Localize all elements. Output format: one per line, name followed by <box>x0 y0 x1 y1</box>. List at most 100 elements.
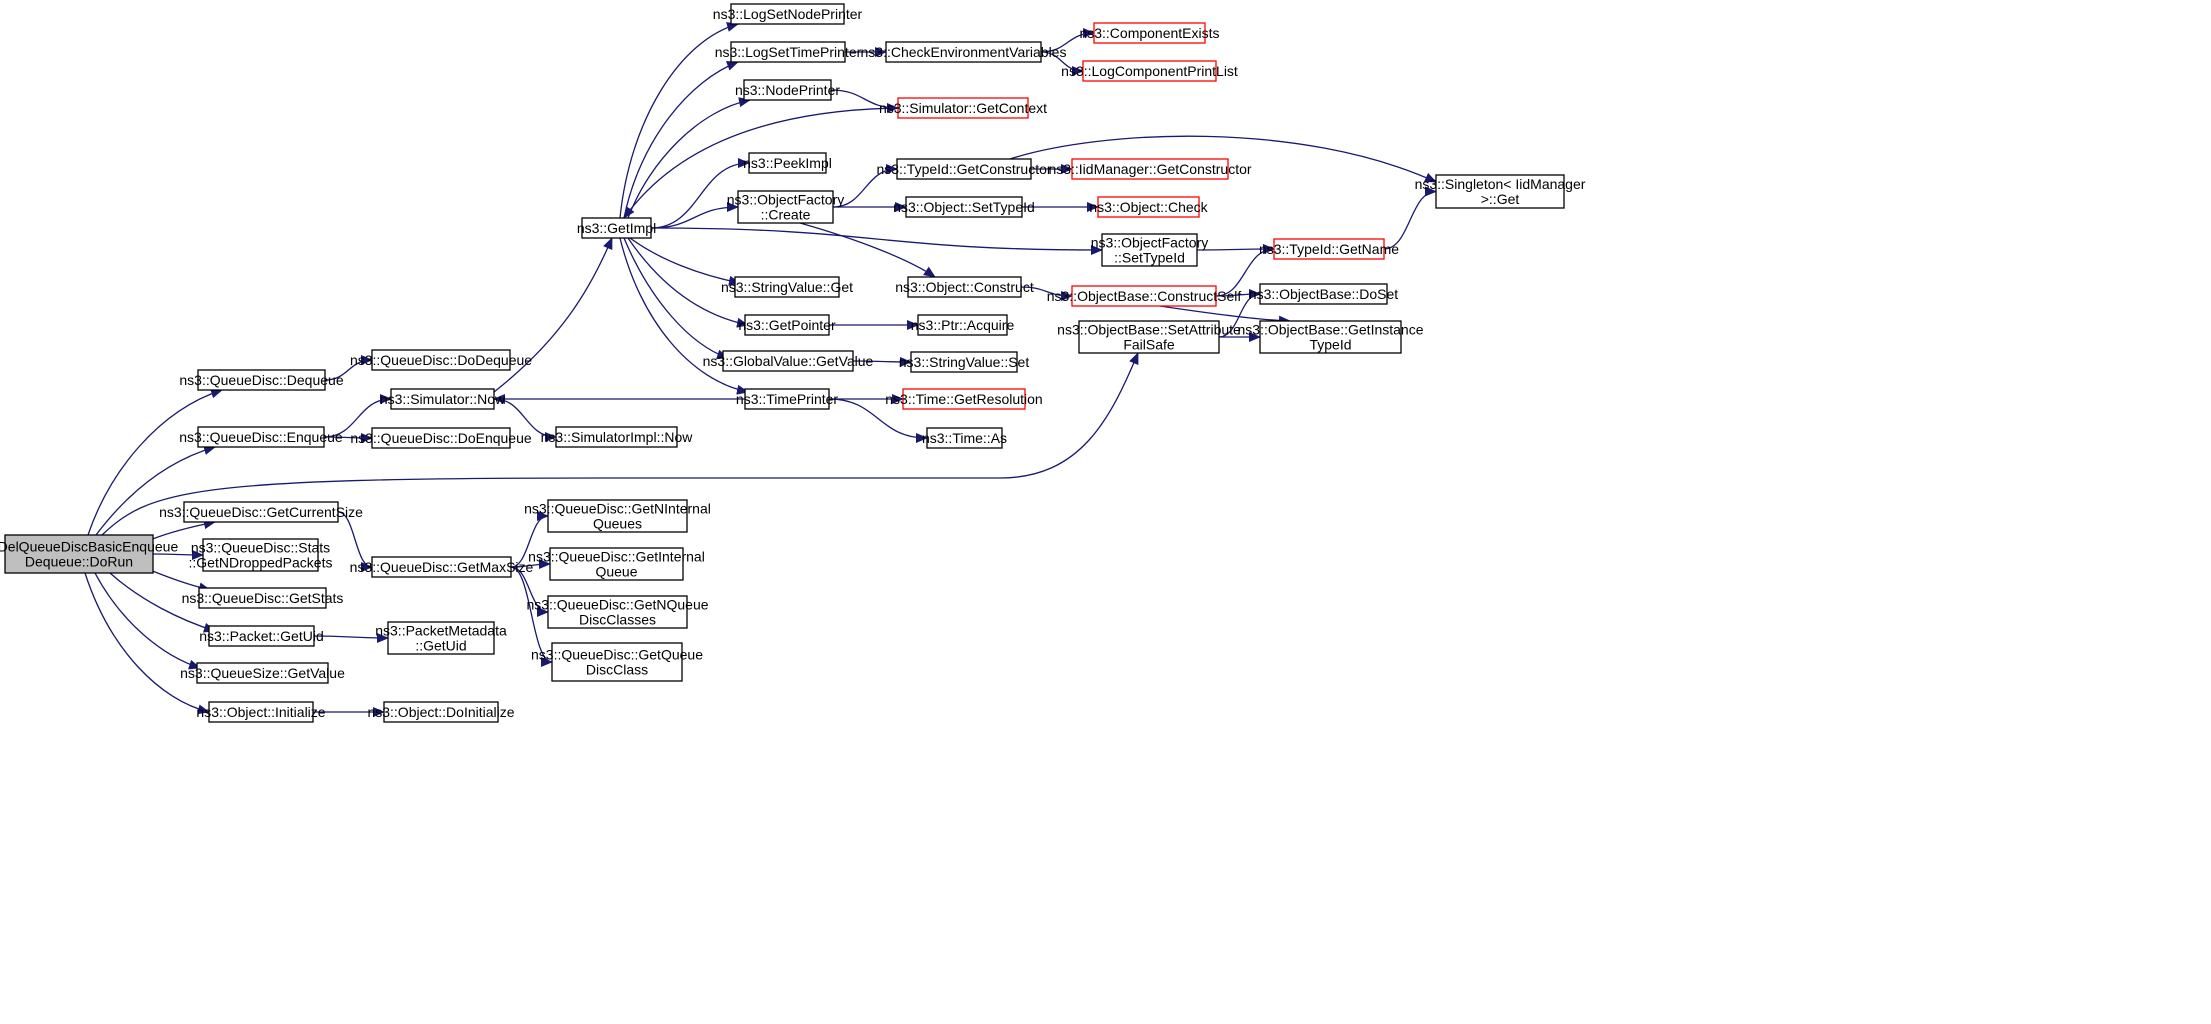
node-objectfactory_create[interactable]: ns3::ObjectFactory::Create <box>727 190 845 224</box>
edge-root-to-qd_dequeue <box>87 388 223 536</box>
node-iidmanager_getconstructor[interactable]: ns3::IidManager::GetConstructor <box>1048 158 1252 180</box>
edge-nodeprinter-to-simulator_getcontext <box>830 89 899 113</box>
node-box <box>722 350 854 372</box>
node-box <box>371 427 511 449</box>
node-nodeprinter[interactable]: ns3::NodePrinter <box>735 79 840 101</box>
node-objectbase_doset[interactable]: ns3::ObjectBase::DoSet <box>1249 283 1399 305</box>
node-box <box>885 41 1042 63</box>
node-label: ns3::ObjectFactory <box>1091 235 1209 251</box>
node-objectfactory_settypeid[interactable]: ns3::ObjectFactory::SetTypeId <box>1091 233 1209 267</box>
node-box <box>208 625 315 647</box>
node-label: ns3::GlobalValue::GetValue <box>703 353 874 369</box>
node-box <box>547 499 688 533</box>
node-label: ns3::Time::As <box>922 430 1007 446</box>
node-typeid_getconstructor[interactable]: ns3::TypeId::GetConstructor <box>876 158 1052 180</box>
node-peekimpl[interactable]: ns3::PeekImpl <box>743 152 832 174</box>
edge-packet_getuid-to-packetmetadata_getuid <box>313 632 389 643</box>
node-object_settypeid[interactable]: ns3::Object::SetTypeId <box>893 196 1035 218</box>
node-box <box>387 621 495 655</box>
node-qd_enqueue[interactable]: ns3::QueueDisc::Enqueue <box>179 426 343 448</box>
node-packet_getuid[interactable]: ns3::Packet::GetUid <box>199 625 324 647</box>
node-simulator_getcontext[interactable]: ns3::Simulator::GetContext <box>879 97 1047 119</box>
edge-getimpl-to-logsetnodeprinter <box>619 22 739 219</box>
node-singleton_get[interactable]: ns3::Singleton< IidManager>::Get <box>1415 174 1586 209</box>
node-checkenvvars[interactable]: ns3::CheckEnvironmentVariables <box>861 41 1067 63</box>
node-time_as[interactable]: ns3::Time::As <box>922 427 1007 449</box>
node-label: ns3::LogSetTimePrinter <box>715 44 862 60</box>
node-logsettimeprinter[interactable]: ns3::LogSetTimePrinter <box>715 41 862 63</box>
node-label: ns3::Singleton< IidManager <box>1415 176 1586 192</box>
node-globalvalue_getvalue[interactable]: ns3::GlobalValue::GetValue <box>703 350 874 372</box>
node-label: ns3::GetImpl <box>577 220 656 236</box>
node-packetmetadata_getuid[interactable]: ns3::PacketMetadata::GetUid <box>375 621 507 655</box>
edge-root-to-object_initialize <box>84 572 210 715</box>
node-box <box>1097 196 1200 218</box>
edge-root-to-qd_stats_getndropped <box>152 549 204 560</box>
node-getimpl[interactable]: ns3::GetImpl <box>577 217 656 239</box>
node-label: ns3::QueueDisc::DoEnqueue <box>350 430 532 446</box>
node-label: ns3::Object::Initialize <box>196 704 325 720</box>
node-qd_getmaxsize[interactable]: ns3::QueueDisc::GetMaxSize <box>350 556 534 578</box>
node-root[interactable]: CoDelQueueDiscBasicEnqueueDequeue::DoRun <box>0 534 178 574</box>
edge-getimpl-to-nodeprinter <box>627 97 751 219</box>
node-label: ns3::QueueDisc::DoDequeue <box>350 352 532 368</box>
node-box <box>390 388 495 410</box>
node-simulator_now[interactable]: ns3::Simulator::Now <box>380 388 506 410</box>
node-qd_stats_getndropped[interactable]: ns3::QueueDisc::Stats::GetNDroppedPacket… <box>189 538 333 572</box>
edge-getimpl-to-logsettimeprinter <box>623 61 739 219</box>
node-label: ns3::TypeId::GetConstructor <box>876 161 1051 177</box>
node-box <box>371 556 512 578</box>
node-stringvalue_set[interactable]: ns3::StringValue::Set <box>899 351 1030 373</box>
node-object_doinitialize[interactable]: ns3::Object::DoInitialize <box>367 701 515 723</box>
node-label: ns3::QueueDisc::Enqueue <box>179 429 343 445</box>
node-label: ns3::Object::SetTypeId <box>893 199 1035 215</box>
edge-qd_getcurrentsize-to-qd_getmaxsize <box>337 511 373 572</box>
node-box <box>1071 158 1229 180</box>
node-label: Queues <box>593 516 642 532</box>
node-box <box>208 701 314 723</box>
node-box <box>1082 60 1217 82</box>
node-object_construct[interactable]: ns3::Object::Construct <box>895 276 1034 298</box>
node-object_initialize[interactable]: ns3::Object::Initialize <box>196 701 326 723</box>
node-label: DiscClasses <box>579 612 656 628</box>
node-objectbase_constructself[interactable]: ns3::ObjectBase::ConstructSelf <box>1047 285 1242 307</box>
node-ptr_acquire[interactable]: ns3::Ptr::Acquire <box>911 314 1015 336</box>
node-label: ns3::ObjectBase::ConstructSelf <box>1047 288 1242 304</box>
edge-getimpl-to-peekimpl <box>650 158 750 229</box>
node-qd_doenqueue[interactable]: ns3::QueueDisc::DoEnqueue <box>350 427 532 449</box>
node-qd_getcurrentsize[interactable]: ns3::QueueDisc::GetCurrentSize <box>159 501 363 523</box>
edge-root-to-qd_enqueue <box>95 445 216 536</box>
node-label: ns3::TypeId::GetName <box>1259 241 1399 257</box>
node-label: ns3::QueueSize::GetValue <box>180 665 345 681</box>
node-simulatorimpl_now[interactable]: ns3::SimulatorImpl::Now <box>541 426 694 448</box>
node-timeprinter[interactable]: ns3::TimePrinter <box>736 388 839 410</box>
node-label: ns3::QueueDisc::GetCurrentSize <box>159 504 363 520</box>
node-box <box>737 190 834 224</box>
node-label: ns3::QueueDisc::Dequeue <box>179 372 343 388</box>
node-qd_getstats[interactable]: ns3::QueueDisc::GetStats <box>182 587 344 609</box>
node-box <box>581 217 652 239</box>
node-object_check[interactable]: ns3::Object::Check <box>1089 196 1209 218</box>
node-label: ns3::ObjectBase::SetAttribute <box>1057 322 1241 338</box>
node-queuesize_getvalue[interactable]: ns3::QueueSize::GetValue <box>180 662 345 684</box>
node-logsetnodeprinter[interactable]: ns3::LogSetNodePrinter <box>713 3 863 25</box>
edge-typeid_getname-to-singleton_get <box>1383 186 1437 250</box>
node-qd_dequeue[interactable]: ns3::QueueDisc::Dequeue <box>179 369 344 391</box>
node-componentexists[interactable]: ns3::ComponentExists <box>1079 22 1220 44</box>
node-box <box>905 196 1023 218</box>
node-logcomponentprintlist[interactable]: ns3::LogComponentPrintList <box>1061 60 1238 82</box>
edge-root-to-qd_getcurrentsize <box>149 519 216 541</box>
node-getpointer[interactable]: ns3::GetPointer <box>738 314 836 336</box>
node-time_getresolution[interactable]: ns3::Time::GetResolution <box>885 388 1043 410</box>
node-label: ns3::NodePrinter <box>735 82 840 98</box>
node-typeid_getname[interactable]: ns3::TypeId::GetName <box>1259 238 1399 260</box>
node-qd_dodequeue[interactable]: ns3::QueueDisc::DoDequeue <box>350 349 532 371</box>
node-stringvalue_get[interactable]: ns3::StringValue::Get <box>721 276 853 298</box>
edge-objectfactory_create-to-object_construct <box>799 222 936 278</box>
